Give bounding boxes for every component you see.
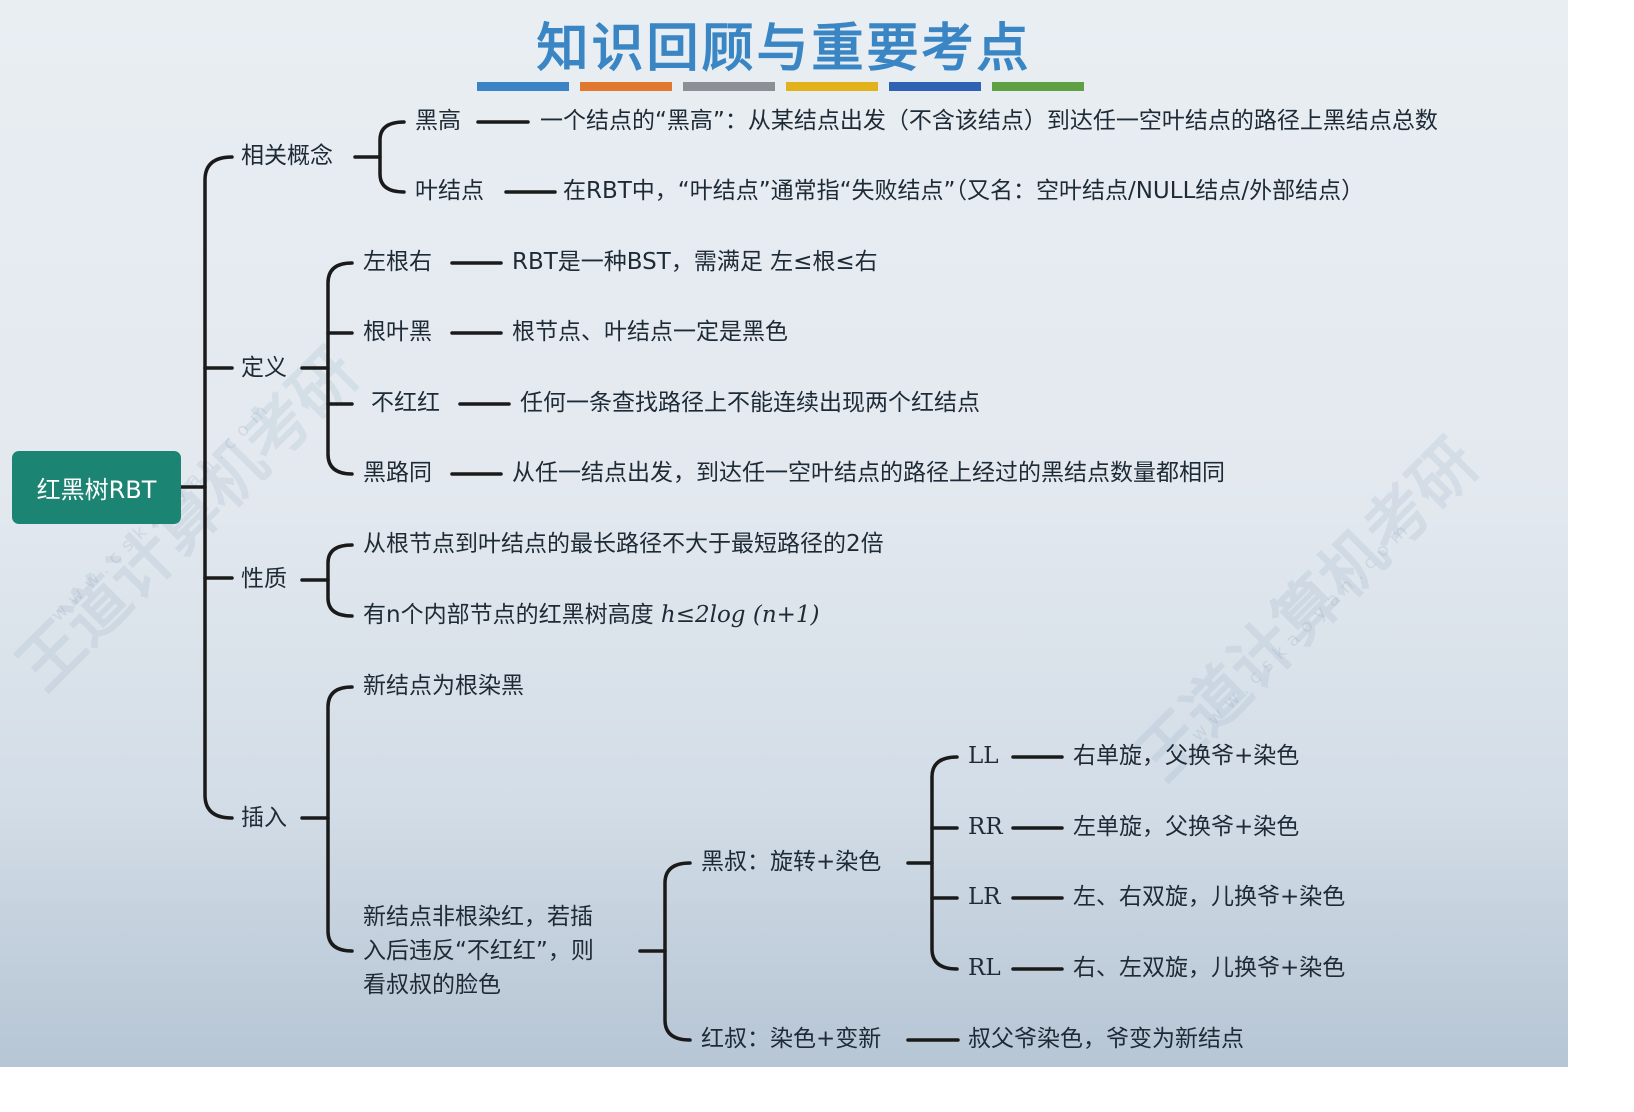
property-height-prefix: 有n个内部节点的红黑树高度 (363, 602, 661, 628)
rotation-case-desc: 左、右双旋，儿换爷+染色 (1073, 884, 1346, 910)
rotation-case-term: LL (968, 743, 999, 769)
definition-term: 黑路同 (363, 460, 432, 486)
definition-term: 根叶黑 (363, 319, 432, 345)
black-uncle-label: 黑叔：旋转+染色 (701, 849, 882, 875)
rotation-case-term: RL (968, 955, 1001, 981)
definition-term: 左根右 (363, 249, 432, 275)
rotation-case-term: LR (968, 884, 1001, 910)
red-uncle-desc: 叔父爷染色，爷变为新结点 (968, 1026, 1244, 1052)
connector-lines (179, 120, 1064, 1042)
red-uncle-label: 红叔：染色+变新 (701, 1026, 882, 1052)
definition-desc: 根节点、叶结点一定是黑色 (512, 319, 788, 345)
branch-properties: 性质 (241, 566, 287, 592)
concept-desc-leaf: 在RBT中，“叶结点”通常指“失败结点”（又名：空叶结点/NULL结点/外部结点… (563, 178, 1365, 204)
definition-term: 不红红 (371, 390, 440, 416)
property-height-formula: h≤2log (n+1) (660, 602, 820, 628)
definition-desc: 从任一结点出发，到达任一空叶结点的路径上经过的黑结点数量都相同 (512, 460, 1225, 486)
insert-nonroot-case: 新结点非根染红，若插 入后违反“不红红”，则 看叔叔的脸色 (363, 900, 633, 1002)
rotation-case-desc: 右单旋，父换爷+染色 (1073, 743, 1300, 769)
title-color-bar (786, 82, 878, 91)
branch-concepts: 相关概念 (241, 143, 333, 169)
title-color-bar (992, 82, 1084, 91)
concept-desc-black-height: 一个结点的“黑高”：从某结点出发（不含该结点）到达任一空叶结点的路径上黑结点总数 (540, 108, 1438, 134)
branch-insertion: 插入 (241, 805, 287, 831)
rotation-case-desc: 左单旋，父换爷+染色 (1073, 814, 1300, 840)
insert-nonroot-line: 入后违反“不红红”，则 (363, 938, 594, 964)
property-item: 从根节点到叶结点的最长路径不大于最短路径的2倍 (363, 531, 884, 557)
title-color-bar (889, 82, 981, 91)
root-label: 红黑树RBT (36, 476, 157, 504)
definition-desc: RBT是一种BST，需满足 左≤根≤右 (512, 249, 878, 275)
branch-definition: 定义 (241, 355, 287, 381)
definition-desc: 任何一条查找路径上不能连续出现两个红结点 (520, 390, 980, 416)
property-height: 有n个内部节点的红黑树高度 h≤2log (n+1) (363, 604, 820, 627)
insert-nonroot-line: 看叔叔的脸色 (363, 972, 501, 998)
title-color-bar (580, 82, 672, 91)
insert-root-case: 新结点为根染黑 (363, 673, 524, 699)
page-title: 知识回顾与重要考点 (536, 18, 1032, 79)
title-color-bar (683, 82, 775, 91)
title-color-bar (477, 82, 569, 91)
rotation-case-desc: 右、左双旋，儿换爷+染色 (1073, 955, 1346, 981)
concept-term-leaf: 叶结点 (415, 178, 484, 204)
insert-nonroot-line: 新结点非根染红，若插 (363, 904, 593, 930)
root-node: 红黑树RBT (12, 451, 181, 524)
rotation-case-term: RR (968, 814, 1003, 840)
concept-term-black-height: 黑高 (415, 108, 461, 134)
background (0, 0, 1568, 1067)
